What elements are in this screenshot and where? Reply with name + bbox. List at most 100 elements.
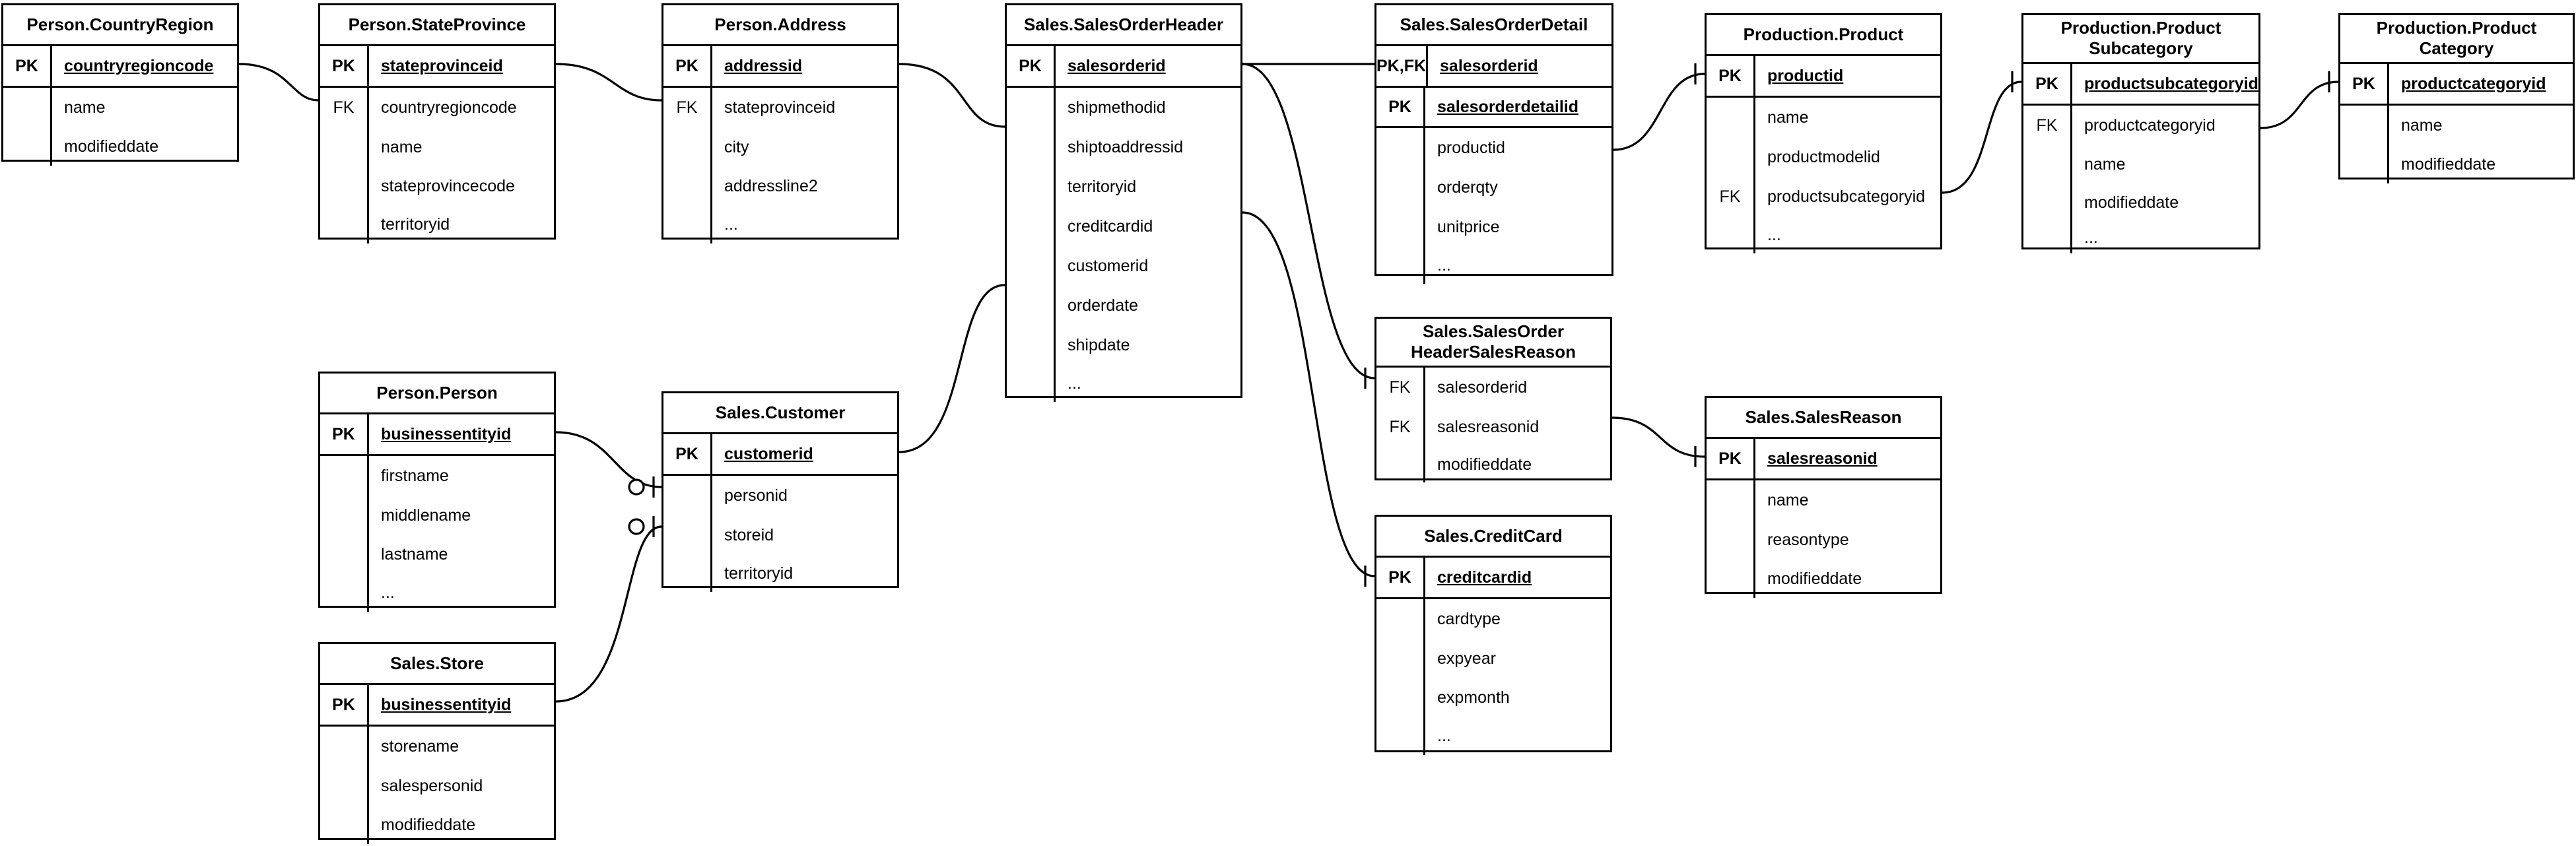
attribute-row[interactable]: shiptoaddressid: [1007, 127, 1240, 167]
attribute-row[interactable]: lastname: [320, 535, 554, 573]
attribute-row[interactable]: ...: [663, 205, 897, 244]
attribute-row[interactable]: unitprice: [1376, 207, 1611, 247]
attribute-row[interactable]: ...: [1007, 365, 1240, 402]
attribute-row[interactable]: creditcardid: [1007, 207, 1240, 246]
attribute-row[interactable]: modifieddate: [3, 127, 237, 166]
attribute-row[interactable]: territoryid: [663, 555, 897, 592]
attribute-row[interactable]: territoryid: [320, 205, 554, 244]
attribute-row[interactable]: productid: [1376, 128, 1611, 168]
attribute-row[interactable]: city: [663, 127, 897, 167]
attribute-row[interactable]: productmodelid: [1707, 137, 1940, 177]
entity-title: Person.StateProvince: [320, 5, 554, 46]
attribute-name: ...: [2084, 228, 2098, 247]
attribute-name: reasontype: [1767, 530, 1849, 549]
key-badge: [2023, 183, 2072, 222]
attribute-row[interactable]: expmonth: [1376, 678, 1610, 717]
attribute-row[interactable]: storename: [320, 727, 554, 766]
attribute-row[interactable]: salespersonid: [320, 766, 554, 806]
attribute-row[interactable]: ...: [1376, 247, 1611, 284]
key-badge: PK: [320, 685, 369, 725]
attribute-name: ...: [724, 214, 738, 234]
attribute-row[interactable]: name: [1707, 480, 1940, 520]
key-badge: [1007, 325, 1056, 365]
attribute-name: territoryid: [381, 214, 450, 234]
key-attribute-row[interactable]: PK addressid: [663, 46, 897, 86]
attribute-row[interactable]: name: [2023, 145, 2258, 183]
attribute-name: ...: [1767, 225, 1781, 244]
attribute-row[interactable]: reasontype: [1707, 520, 1940, 560]
attribute-name: salesreasonid: [1437, 417, 1540, 436]
attribute-row[interactable]: orderqty: [1376, 168, 1611, 207]
attribute-row[interactable]: modifieddate: [2340, 145, 2573, 183]
entity-title-line: Person.CountryRegion: [26, 14, 214, 34]
attribute-row[interactable]: name: [1707, 98, 1940, 137]
attribute-row[interactable]: cardtype: [1376, 599, 1610, 639]
attribute-row[interactable]: ...: [320, 573, 554, 612]
key-badge: [1007, 88, 1056, 127]
attribute-row[interactable]: orderdate: [1007, 286, 1240, 325]
attribute-row[interactable]: ...: [1707, 216, 1940, 253]
attribute-row[interactable]: addressline2: [663, 167, 897, 205]
attribute-name: addressid: [724, 56, 803, 75]
relationship-product-productsubcategory: [1942, 81, 2022, 194]
attribute-row[interactable]: personid: [663, 476, 897, 515]
attribute-row[interactable]: modifieddate: [2023, 183, 2258, 222]
attribute-row[interactable]: name: [320, 127, 554, 167]
key-badge: PK: [320, 414, 369, 454]
key-badge: PK: [2023, 64, 2072, 104]
attribute-row[interactable]: name: [3, 88, 237, 127]
key-badge: PK: [663, 46, 712, 86]
optional-circle: [628, 518, 645, 535]
attribute-row[interactable]: name: [2340, 106, 2573, 145]
attribute-row[interactable]: territoryid: [1007, 167, 1240, 207]
attribute-row[interactable]: storeid: [663, 515, 897, 555]
attribute-row[interactable]: ...: [2023, 222, 2258, 253]
attribute-row[interactable]: ...: [1376, 717, 1610, 755]
attribute-name: salesorderdetailid: [1437, 97, 1578, 116]
attribute-row[interactable]: modifieddate: [1707, 560, 1940, 598]
attribute-row[interactable]: expyear: [1376, 639, 1610, 678]
attribute-row[interactable]: middlename: [320, 496, 554, 535]
attribute-row[interactable]: firstname: [320, 456, 554, 496]
attribute-row[interactable]: shipmethodid: [1007, 88, 1240, 127]
attribute-row[interactable]: shipdate: [1007, 325, 1240, 365]
attribute-row[interactable]: customerid: [1007, 246, 1240, 286]
attribute-row[interactable]: stateprovincecode: [320, 167, 554, 205]
attribute-row[interactable]: modifieddate: [1376, 447, 1610, 482]
attribute-row[interactable]: modifieddate: [320, 806, 554, 844]
